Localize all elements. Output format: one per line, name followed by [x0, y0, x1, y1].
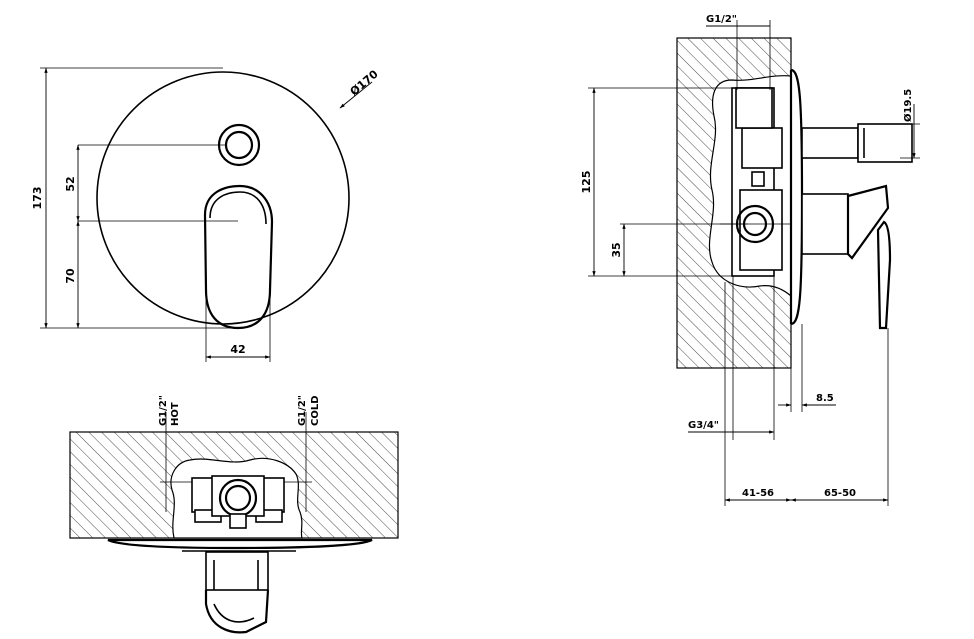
dim-side-height-label: 125	[580, 171, 593, 194]
dim-lower-label: 70	[64, 268, 77, 284]
front-view: 173 52 70 42 Ø170	[31, 67, 381, 362]
lever-handle-top	[204, 589, 270, 634]
side-view: 125 35 G1/2" Ø19.5 8.5 G3/4" 41-56 65-50	[580, 14, 920, 506]
dim-depth-left-label: 41-56	[742, 488, 774, 499]
cover-plate-outline	[96, 71, 350, 325]
dim-plate-label: 8.5	[816, 393, 834, 404]
side-top-thread-label: G1/2"	[706, 14, 737, 25]
diverter-button-inner	[224, 130, 254, 160]
hot-label: HOT	[170, 402, 181, 426]
dim-height-label: 173	[31, 187, 44, 210]
dim-side-center-label: 35	[610, 242, 623, 257]
cold-label: COLD	[310, 395, 321, 426]
dim-depth-right-label: 65-50	[824, 488, 856, 499]
dim-diameter-label: Ø170	[348, 67, 381, 98]
dim-side-diameter-label: Ø19.5	[902, 89, 914, 122]
top-view: G1/2" HOT G1/2" COLD	[69, 395, 399, 634]
cover-plate-edge	[107, 538, 373, 550]
diverter-knob-side	[857, 123, 913, 163]
lever-handle-inner	[209, 191, 267, 225]
dim-upper-label: 52	[64, 176, 77, 191]
lever-side	[846, 184, 890, 260]
cold-size-label: G1/2"	[297, 395, 308, 426]
hot-size-label: G1/2"	[158, 395, 169, 426]
side-bottom-thread-label: G3/4"	[688, 420, 719, 431]
lever-handle	[203, 184, 274, 330]
cover-plate-side	[790, 68, 804, 326]
dim-width-label: 42	[230, 343, 245, 356]
